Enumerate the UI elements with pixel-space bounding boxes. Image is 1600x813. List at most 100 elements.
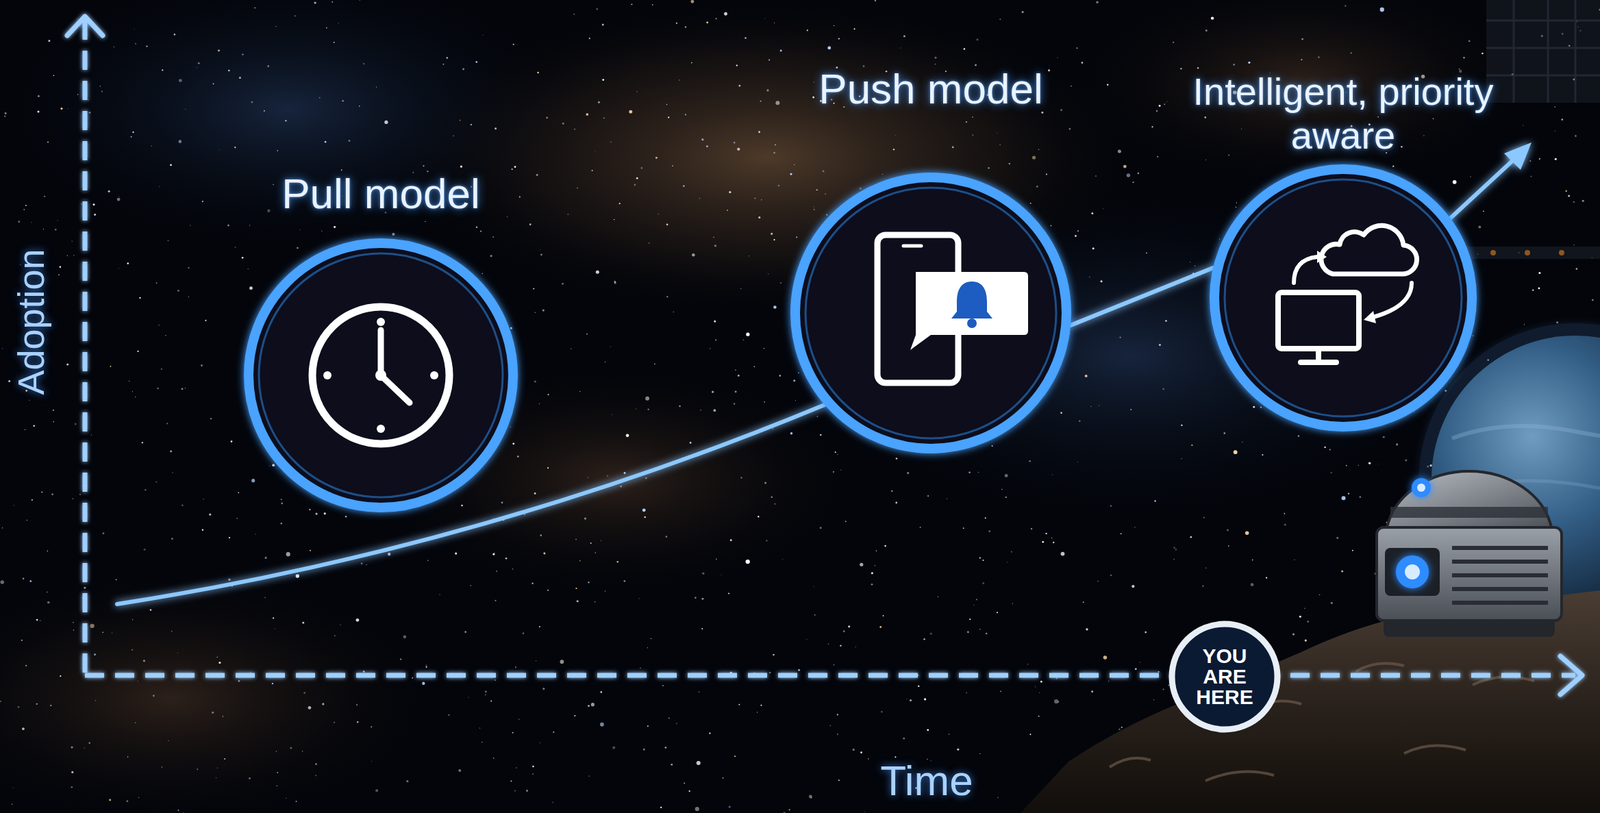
star <box>1582 200 1585 203</box>
star <box>891 490 893 492</box>
star <box>1077 230 1079 232</box>
star <box>1297 434 1300 437</box>
star <box>708 732 711 735</box>
star <box>636 91 638 93</box>
star <box>189 224 191 226</box>
star <box>1052 541 1055 544</box>
star <box>39 619 42 622</box>
star <box>591 169 594 172</box>
glow-ring <box>1214 169 1472 427</box>
star <box>493 552 495 553</box>
star <box>494 600 496 602</box>
star <box>71 771 74 774</box>
star <box>341 100 344 103</box>
star <box>744 36 746 39</box>
star <box>387 552 392 557</box>
star <box>526 789 529 792</box>
star <box>775 100 780 105</box>
star <box>141 441 144 444</box>
glow-ring <box>795 177 1067 449</box>
star <box>1119 336 1121 338</box>
star <box>594 601 596 603</box>
star <box>2 347 3 349</box>
star <box>1110 505 1112 507</box>
star <box>514 165 517 168</box>
star <box>1538 271 1541 274</box>
star <box>249 286 253 290</box>
star <box>1021 10 1024 14</box>
star <box>655 156 658 159</box>
star <box>165 334 167 337</box>
star <box>184 387 187 390</box>
star <box>150 608 153 611</box>
star <box>782 811 785 813</box>
star <box>773 239 775 241</box>
star <box>200 364 203 367</box>
star <box>728 191 731 194</box>
star <box>1180 424 1183 427</box>
star <box>532 287 535 290</box>
star <box>882 615 885 617</box>
star <box>47 39 50 42</box>
star <box>660 806 662 809</box>
star <box>694 597 697 600</box>
star <box>754 365 756 368</box>
star <box>217 49 220 52</box>
star <box>587 581 590 584</box>
star <box>493 757 495 759</box>
star <box>1131 584 1135 588</box>
star <box>764 481 767 484</box>
star <box>484 694 486 696</box>
star <box>1091 690 1094 693</box>
star <box>302 621 305 624</box>
star <box>1323 446 1327 449</box>
star <box>359 0 361 1</box>
star <box>160 766 163 768</box>
star <box>1463 56 1465 59</box>
star <box>1097 580 1099 583</box>
star <box>467 696 469 698</box>
star <box>1368 461 1371 464</box>
star <box>1045 173 1048 175</box>
star <box>740 476 742 479</box>
star <box>906 471 909 474</box>
star <box>73 254 75 257</box>
star <box>726 209 729 211</box>
star <box>536 173 539 177</box>
star <box>843 630 846 633</box>
star <box>43 195 46 198</box>
star <box>1232 63 1235 66</box>
star <box>810 797 812 799</box>
star <box>0 700 2 703</box>
star <box>691 253 695 257</box>
star <box>765 539 768 542</box>
star <box>665 535 668 538</box>
star <box>426 666 428 668</box>
star <box>144 489 146 491</box>
star <box>874 0 877 2</box>
star <box>356 721 359 723</box>
star <box>714 244 717 247</box>
star <box>952 145 955 148</box>
star <box>339 623 342 626</box>
star <box>547 589 549 592</box>
star <box>696 760 701 766</box>
star <box>552 801 554 803</box>
star <box>334 634 336 637</box>
robot <box>1376 471 1562 637</box>
star <box>590 542 592 544</box>
star <box>978 471 980 474</box>
star <box>845 520 847 522</box>
star <box>603 117 605 119</box>
star <box>273 628 275 629</box>
star <box>611 414 613 416</box>
star <box>871 571 874 574</box>
star <box>202 529 204 531</box>
star <box>228 536 231 539</box>
star <box>766 89 769 92</box>
stage-title: Push model <box>780 64 1082 114</box>
star <box>715 558 717 560</box>
star <box>733 141 736 144</box>
star <box>570 347 572 349</box>
star <box>937 596 939 598</box>
